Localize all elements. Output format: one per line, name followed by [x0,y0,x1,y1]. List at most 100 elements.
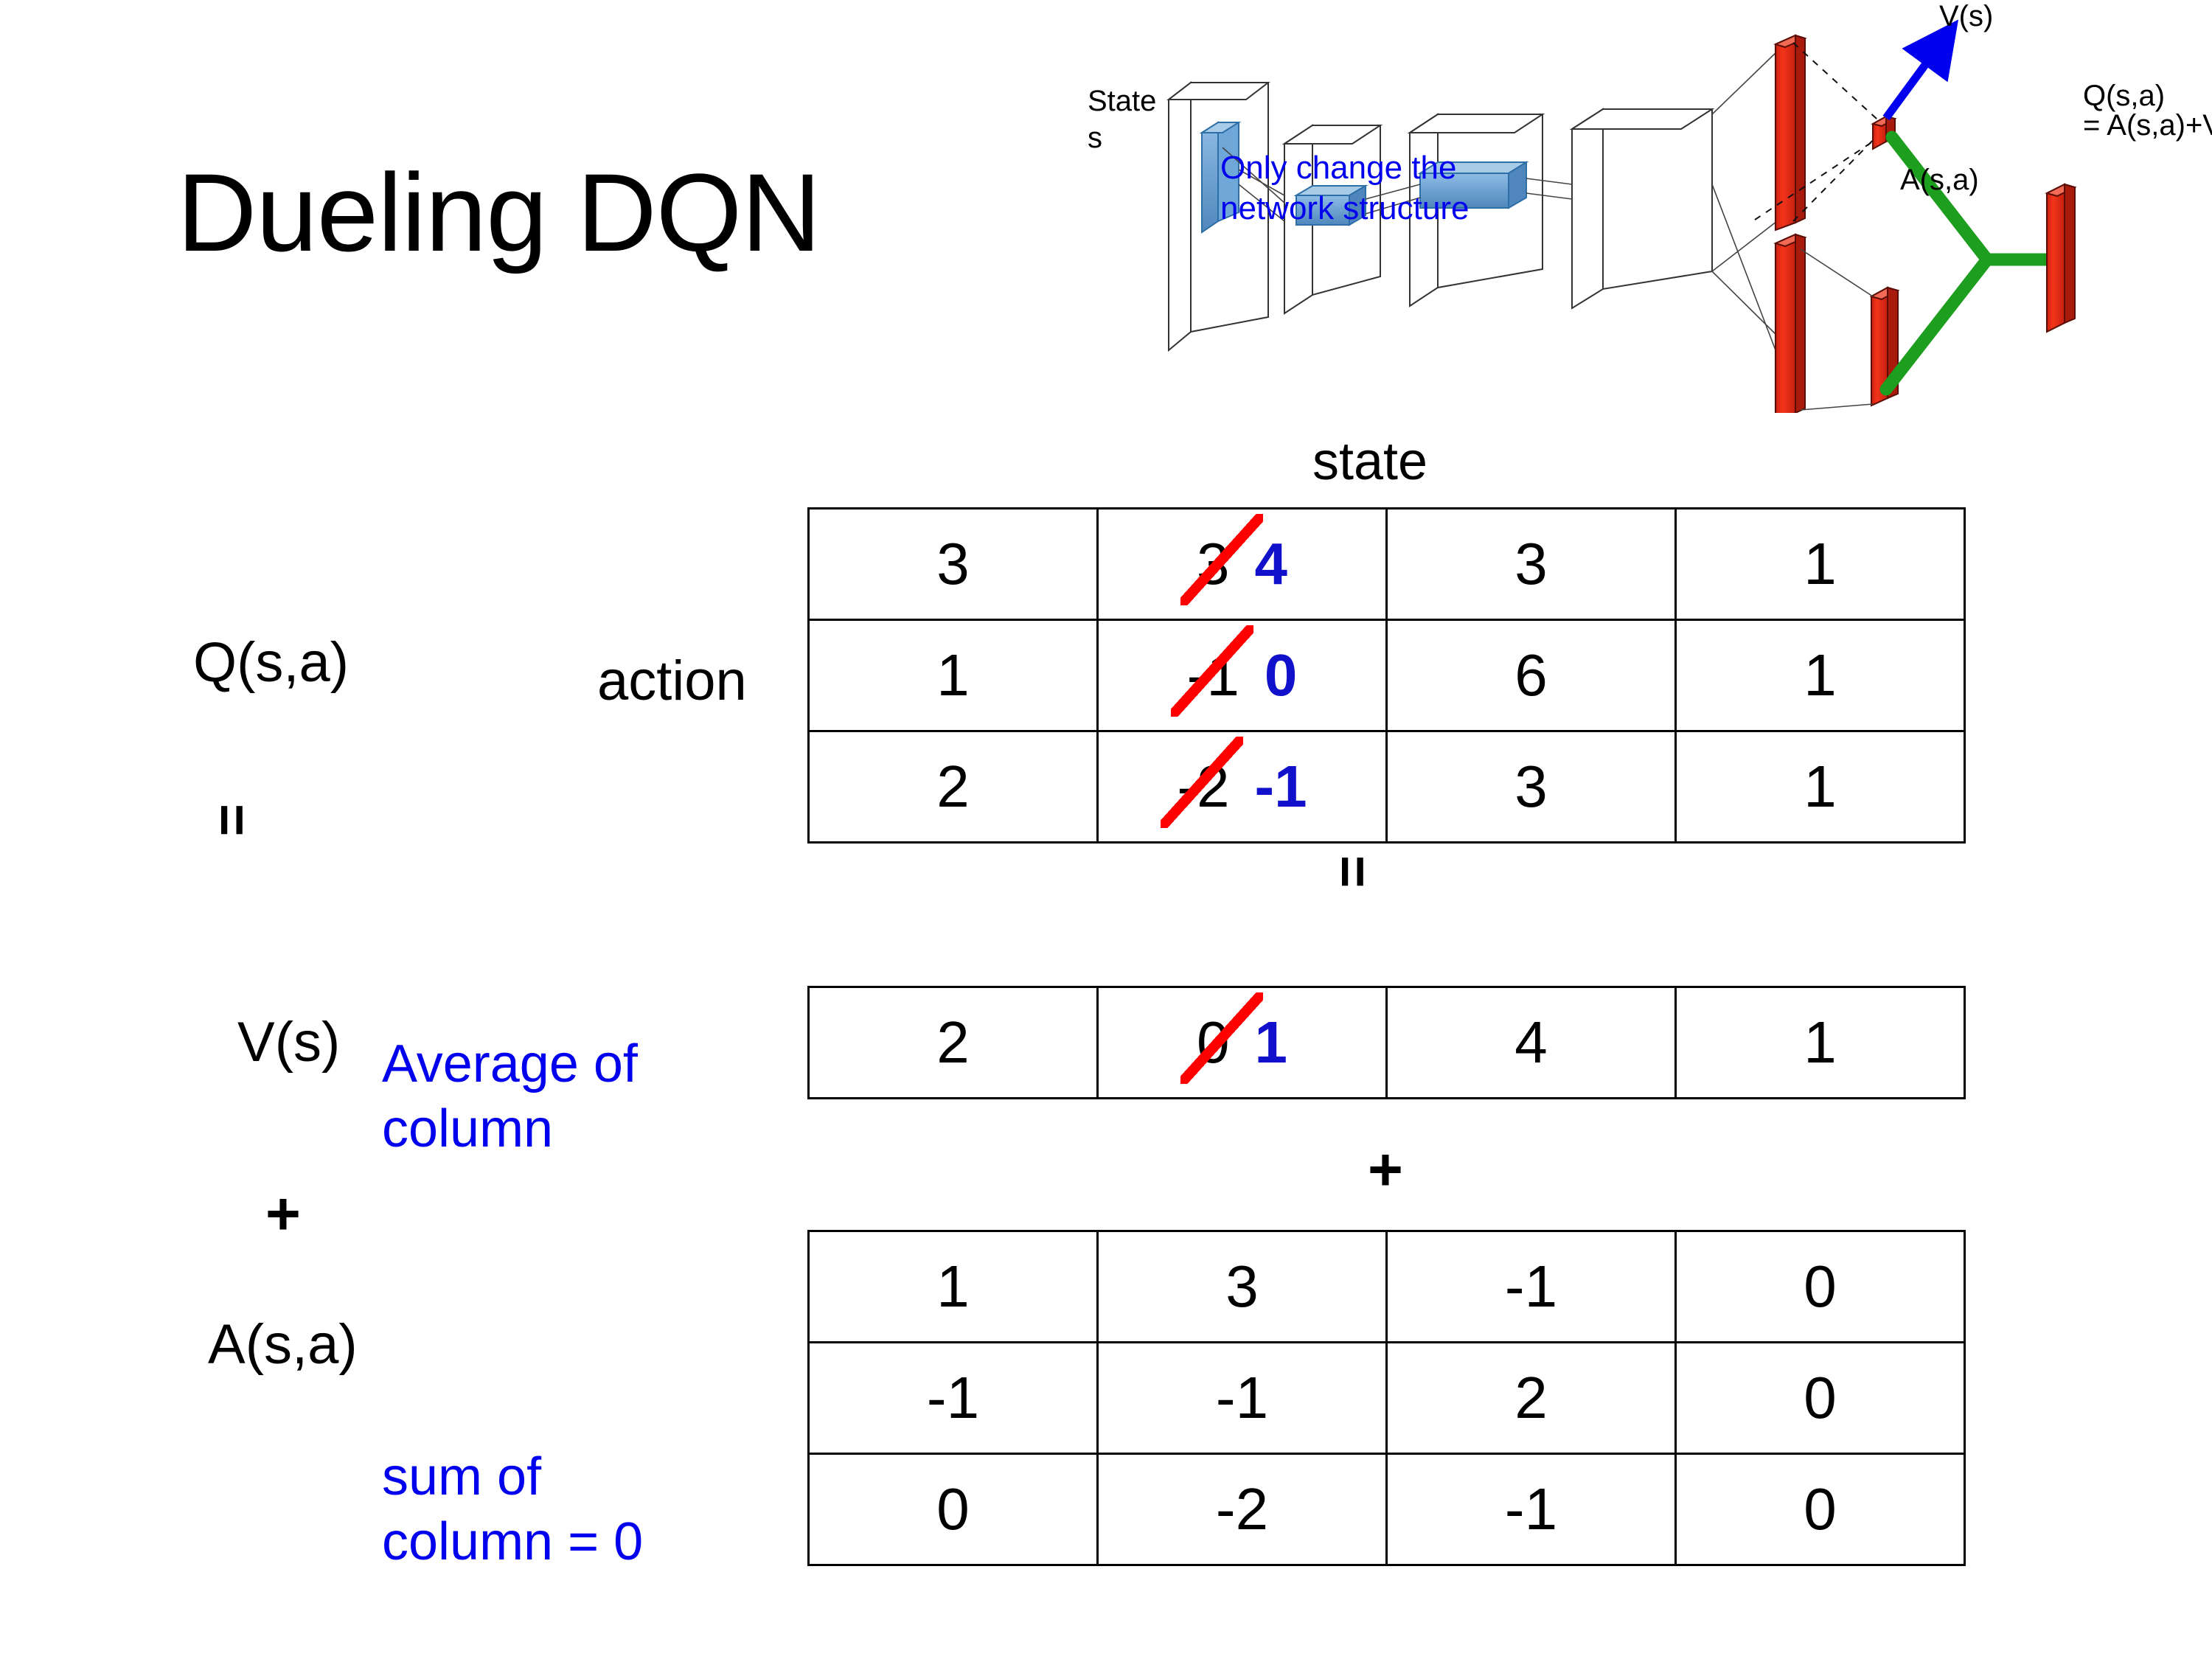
table-cell: 1 [1674,507,1966,621]
table-cell: 4 [1385,986,1677,1099]
advantage-table: 1 3 -1 0 -1 -1 2 0 0 -2 -1 0 [807,1230,1966,1566]
connector-lines [1222,51,1778,355]
diagram-v-label: V(s) [1939,0,1994,32]
advantage-stream-bar-shape [1773,233,1807,413]
cell-value: 2 [1514,1365,1548,1430]
q-output-bar-shape [2045,183,2077,333]
cell-value: 4 [1514,1009,1548,1075]
q-value-table: 3 3 4 3 1 1 -1 0 6 [807,507,1966,844]
cell-value: -1 [1215,1365,1269,1430]
struck-value: 0 [1180,992,1262,1084]
cell-value: 3 [936,531,970,597]
table-cell: 3 [1096,1230,1388,1343]
cell-value: 2 [936,754,970,819]
new-value: 1 [1254,1009,1288,1075]
table-cell-edited: 0 1 [1096,986,1388,1099]
struck-value: 3 [1180,514,1262,605]
table-cell: -1 [807,1341,1099,1455]
diagram-state-label-line1: State [1088,85,1157,117]
new-value: 0 [1264,642,1298,708]
struck-value: -1 [1170,625,1253,717]
table-cell: 0 [807,1453,1099,1566]
input-patch-shape [1199,121,1242,234]
value-stream-bar-shape [1773,34,1807,232]
new-value: -1 [1254,754,1307,819]
cell-value: 1 [1804,754,1837,819]
table-row: 1 3 -1 0 [807,1230,1966,1343]
table-cell: 1 [1674,619,1966,732]
cell-value: 1 [936,1253,970,1319]
equals-sign-mid: = [1321,855,1384,888]
network-diagram-svg [1166,19,2077,413]
table-cell: 3 [807,507,1099,621]
cell-value: 0 [1804,1253,1837,1319]
note-average-of-column: Average of column [382,1034,638,1158]
cell-value: 0 [1804,1476,1837,1542]
diagram-q-label-line2: = A(s,a)+V(s) [2083,109,2212,142]
table-cell: -1 [1385,1230,1677,1343]
table-cell: 3 [1385,730,1677,844]
table-cell: 6 [1385,619,1677,732]
table-cell: 0 [1674,1230,1966,1343]
table-cell: 3 [1385,507,1677,621]
table-cell: -1 [1096,1341,1388,1455]
cell-value: 6 [1514,642,1548,708]
a-function-label: A(s,a) [208,1313,358,1376]
table-cell-edited: -2 -1 [1096,730,1388,844]
value-dashed-links [1754,42,1885,222]
table-cell: 0 [1674,1341,1966,1455]
table-cell-edited: -1 0 [1096,619,1388,732]
table-cell: 2 [1385,1341,1677,1455]
aggregation-link-green [1879,131,2056,396]
advantage-connector-lines [1800,248,1874,411]
cell-value: 1 [936,642,970,708]
diagram-state-label-line2: s [1088,122,1102,154]
struck-value: -2 [1161,737,1244,828]
page-title: Dueling DQN [177,150,821,274]
plus-sign-mid: + [1368,1136,1403,1203]
cell-value: 3 [1514,754,1548,819]
table-cell-edited: 3 4 [1096,507,1388,621]
diagram-a-label: A(s,a) [1900,164,1979,196]
cell-value: 2 [936,1009,970,1075]
cell-value: -1 [1504,1476,1558,1542]
table-cell: 1 [807,619,1099,732]
cell-value: 0 [936,1476,970,1542]
value-arrow-shape [1882,19,1959,121]
cell-value: 0 [1804,1365,1837,1430]
conv-block-2-shape [1407,113,1545,307]
table-cell: -2 [1096,1453,1388,1566]
table-row: 3 3 4 3 1 [807,507,1966,621]
table-cell: 2 [807,986,1099,1099]
cell-value: 1 [1804,642,1837,708]
table-cell: 1 [807,1230,1099,1343]
table-row: 2 0 1 4 1 [807,986,1966,1099]
q-function-label: Q(s,a) [193,631,349,694]
new-value: 4 [1254,531,1288,597]
cell-value: 3 [1225,1253,1259,1319]
conv-block-1-shape [1281,124,1383,315]
table-row: 1 -1 0 6 1 [807,619,1966,732]
equals-sign-top: = [201,804,263,837]
table-cell: -1 [1385,1453,1677,1566]
table-row: 0 -2 -1 0 [807,1453,1966,1566]
table-cell: 0 [1674,1453,1966,1566]
table-row: -1 -1 2 0 [807,1341,1966,1455]
cell-value: -1 [926,1365,980,1430]
cell-value: 3 [1514,531,1548,597]
action-axis-label: action [597,650,747,712]
cell-value: -1 [1504,1253,1558,1319]
table-cell: 1 [1674,986,1966,1099]
dueling-network-diagram: State s Only change the network structur… [1088,0,2212,413]
v-function-label: V(s) [237,1011,341,1074]
cell-value: -2 [1215,1476,1269,1542]
diagram-note: Only change the network structure [1220,150,1470,226]
table-cell: 1 [1674,730,1966,844]
plus-sign-left: + [265,1180,301,1248]
note-sum-of-column: sum of column = 0 [382,1447,644,1571]
cell-value: 1 [1804,531,1837,597]
cell-value: 1 [1804,1009,1837,1075]
diagram-q-label-line1: Q(s,a) [2083,80,2166,112]
table-row: 2 -2 -1 3 1 [807,730,1966,844]
